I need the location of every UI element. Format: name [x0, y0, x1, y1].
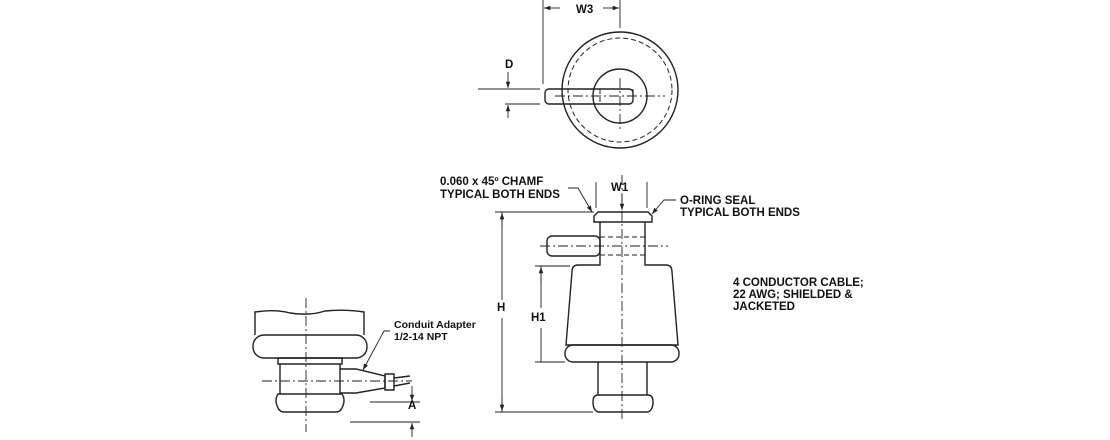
detail-view	[252, 298, 420, 437]
dim-w3-label: W3	[576, 4, 594, 16]
cable-note-line3: JACKETED	[733, 301, 795, 313]
dim-a-label: A	[408, 400, 417, 412]
dim-h1-label: H1	[531, 312, 546, 324]
chamfer-note-line1: 0.060 x 45º CHAMF	[440, 176, 544, 188]
top-view	[478, 0, 679, 149]
chamfer-note-line2: TYPICAL BOTH ENDS	[440, 189, 560, 201]
oring-note-line2: TYPICAL BOTH ENDS	[680, 207, 800, 219]
conduit-note-line2: 1/2-14 NPT	[394, 331, 448, 343]
side-view	[495, 175, 680, 420]
dim-h-label: H	[497, 302, 506, 314]
cable-note-line1: 4 CONDUCTOR CABLE;	[733, 277, 864, 289]
dim-d-label: D	[505, 59, 514, 71]
dim-w1-label: W1	[611, 182, 629, 194]
conduit-note-line1: Conduit Adapter	[394, 319, 476, 331]
cable-note-line2: 22 AWG; SHIELDED &	[733, 289, 853, 301]
oring-note-line1: O-RING SEAL	[680, 195, 756, 207]
